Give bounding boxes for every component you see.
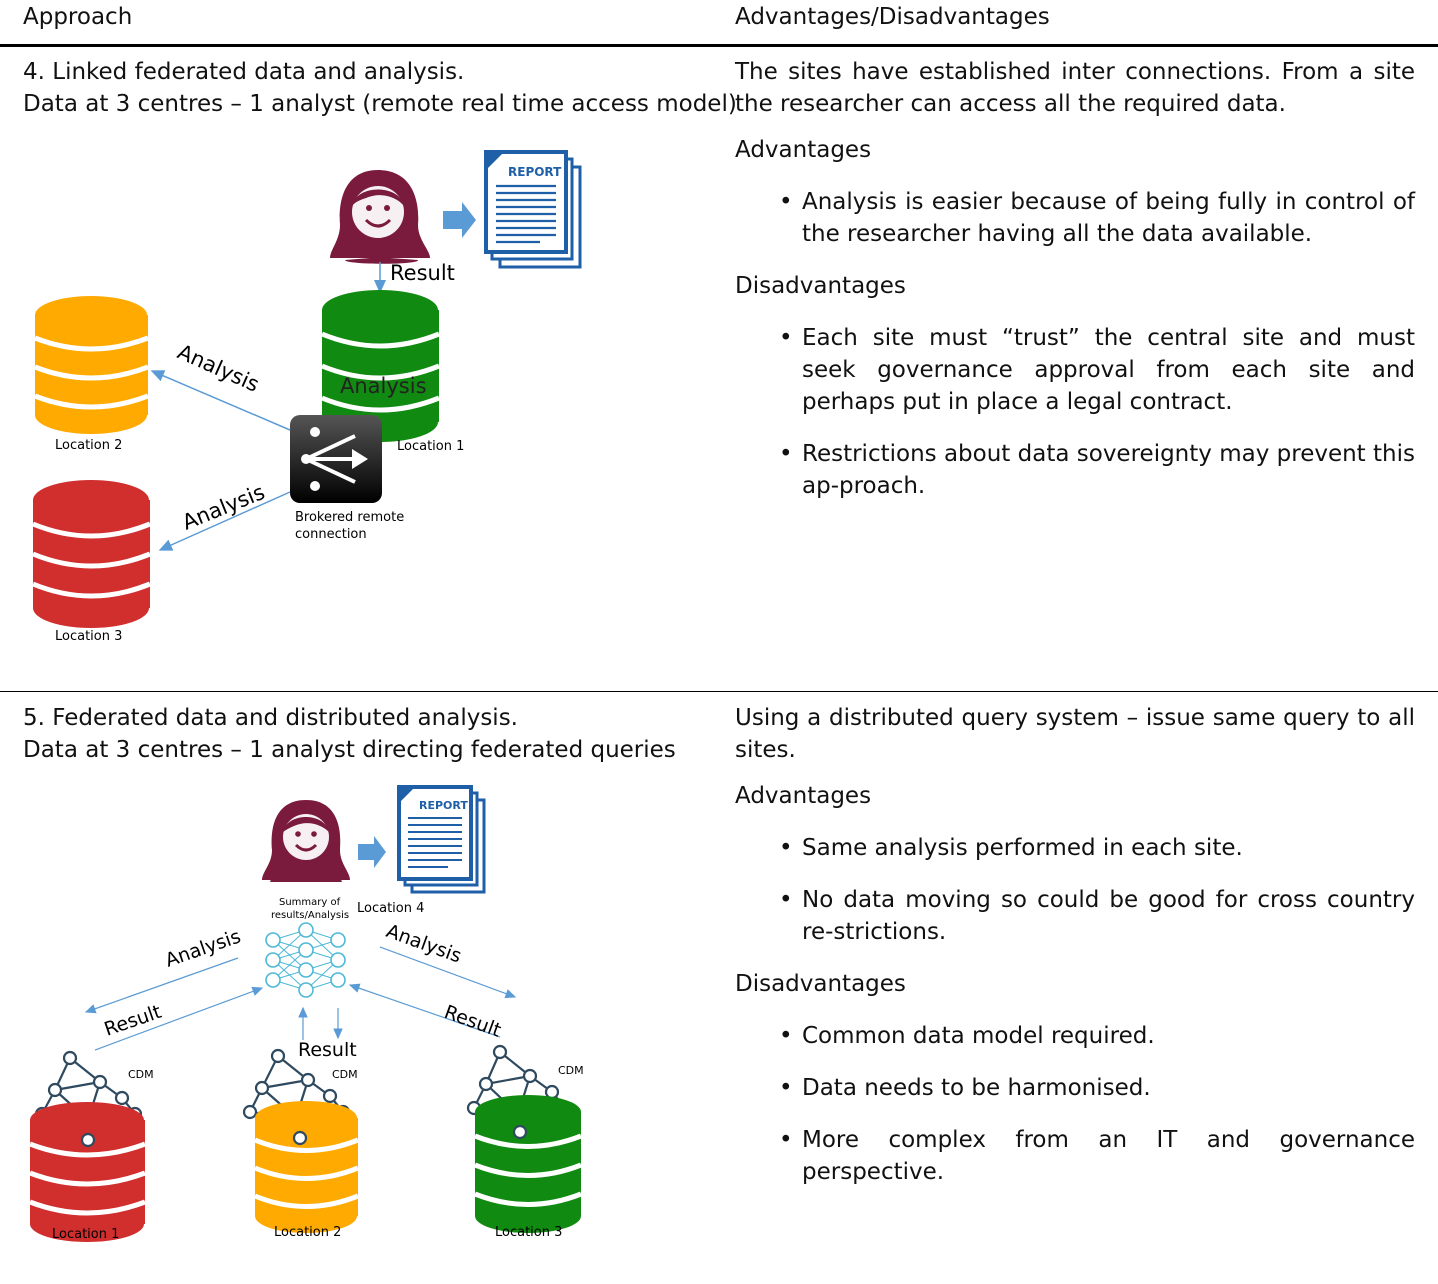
analyst-icon	[262, 800, 350, 882]
row5-cdm3-label: CDM	[558, 1064, 584, 1077]
list-item: Data needs to be harmonised.	[735, 1072, 1415, 1104]
row5-disadvantages-heading: Disadvantages	[735, 971, 906, 997]
row5-location2-label: Location 2	[274, 1225, 341, 1240]
network-icon	[265, 922, 346, 998]
list-item: Restrictions about data sovereignty may …	[735, 438, 1415, 502]
header-approach: Approach	[23, 4, 133, 30]
row4-result-label: Result	[390, 261, 455, 285]
database-location1-icon	[29, 1102, 146, 1242]
row5-disadvantages-list: Common data model required. Data needs t…	[735, 1020, 1415, 1188]
list-item: Common data model required.	[735, 1020, 1415, 1052]
mesh-node-icon	[80, 1132, 96, 1148]
row4-intro: The sites have established inter connect…	[735, 59, 1415, 117]
broker-icon	[290, 415, 382, 503]
row4-analysis-down-label: Analysis	[179, 480, 268, 535]
report-icon: REPORT	[397, 785, 486, 894]
row5-summary-label-2: results/Analysis	[271, 910, 349, 921]
row5-intro: Using a distributed query system – issue…	[735, 705, 1415, 763]
report-icon: REPORT	[484, 150, 582, 269]
row5-analysis-right-label: Analysis	[383, 920, 464, 967]
row4-location1-label: Location 1	[397, 439, 464, 454]
row5-result-right-label: Result	[441, 1001, 504, 1042]
list-item: Each site must “trust” the central site …	[735, 322, 1415, 418]
list-item: No data moving so could be good for cros…	[735, 884, 1415, 948]
row5-analysis-left-label: Analysis	[162, 925, 243, 971]
row5-cdm2-label: CDM	[332, 1068, 358, 1081]
row5-location4-label: Location 4	[357, 901, 424, 916]
mesh-node-icon	[512, 1124, 528, 1140]
row5-location1-label: Location 1	[52, 1227, 119, 1242]
row5-result-mid-label: Result	[298, 1039, 357, 1061]
row5-title: 5. Federated data and distributed analys…	[23, 705, 518, 731]
row4-broker-label-2: connection	[295, 527, 367, 542]
row4-location3-label: Location 3	[55, 629, 122, 644]
header-rule	[0, 44, 1438, 47]
row4-location2-label: Location 2	[55, 438, 122, 453]
row5-result-left-label: Result	[101, 1001, 164, 1041]
mesh-node-icon	[292, 1130, 308, 1146]
row5-cdm1-label: CDM	[128, 1068, 154, 1081]
row4-analysis-center-label: Analysis	[340, 374, 427, 398]
row5-summary-label-1: Summary of	[279, 897, 341, 908]
svg-text:REPORT: REPORT	[508, 165, 562, 179]
database-location3-icon	[474, 1095, 582, 1233]
svg-text:REPORT: REPORT	[419, 799, 468, 812]
row4-description: The sites have established inter connect…	[735, 56, 1415, 522]
row5-advantages-list: Same analysis performed in each site. No…	[735, 832, 1415, 948]
row4-disadvantages-list: Each site must “trust” the central site …	[735, 322, 1415, 502]
row4-diagram: REPORT Result Analysis Location 1 Locati…	[32, 150, 582, 644]
row5-location3-label: Location 3	[495, 1225, 562, 1240]
analyst-icon	[330, 170, 430, 264]
block-arrow-icon	[443, 202, 476, 238]
list-item: Analysis is easier because of being full…	[735, 186, 1415, 250]
row5-description: Using a distributed query system – issue…	[735, 702, 1415, 1208]
header-advantages-disadvantages: Advantages/Disadvantages	[735, 4, 1050, 30]
row4-analysis-up-label: Analysis	[174, 340, 263, 397]
row4-disadvantages-heading: Disadvantages	[735, 273, 906, 299]
row4-subtitle: Data at 3 centres – 1 analyst (remote re…	[23, 91, 737, 117]
row5-subtitle: Data at 3 centres – 1 analyst directing …	[23, 737, 676, 763]
database-location2-icon	[34, 296, 149, 434]
row5-advantages-heading: Advantages	[735, 783, 872, 809]
row5-diagram: REPORT Summary of results/Analysis Locat…	[29, 785, 584, 1242]
list-item: More complex from an IT and governance p…	[735, 1124, 1415, 1188]
row4-advantages-list: Analysis is easier because of being full…	[735, 186, 1415, 250]
row-divider	[0, 691, 1438, 692]
database-location3-icon	[32, 480, 151, 628]
row4-title: 4. Linked federated data and analysis.	[23, 59, 465, 85]
block-arrow-icon	[358, 836, 386, 868]
row4-broker-label-1: Brokered remote	[295, 510, 404, 525]
database-location2-icon	[254, 1101, 359, 1233]
row4-advantages-heading: Advantages	[735, 137, 872, 163]
list-item: Same analysis performed in each site.	[735, 832, 1415, 864]
